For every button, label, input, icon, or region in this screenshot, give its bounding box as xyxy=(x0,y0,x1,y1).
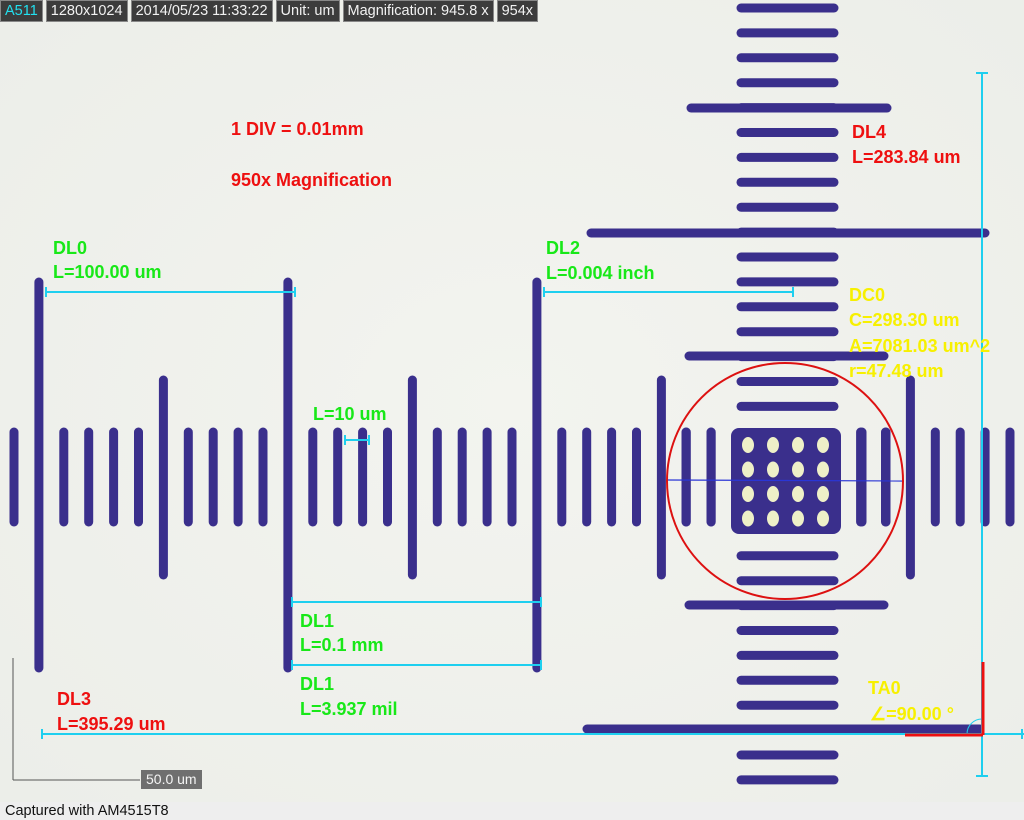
dl4-label[interactable]: DL4 xyxy=(852,122,887,142)
measurement-lines xyxy=(41,72,1024,777)
timestamp: 2014/05/23 11:33:22 xyxy=(130,0,273,22)
circle-diameter-line xyxy=(667,479,903,482)
angle-marker xyxy=(905,662,985,737)
magnification-alt: 954x xyxy=(496,0,539,22)
capture-id: A511 xyxy=(0,0,43,22)
vertical-scale-ticks xyxy=(582,3,990,785)
microscope-image-viewport[interactable]: A511 1280x1024 2014/05/23 11:33:22 Unit:… xyxy=(0,0,1024,802)
capture-device-text: Captured with AM4515T8 xyxy=(5,803,169,819)
scale-bar-axes xyxy=(12,658,140,781)
dc0-radius: r=47.48 um xyxy=(849,361,944,381)
dc0-circumference: C=298.30 um xyxy=(849,310,960,330)
ta0-angle: ∠=90.00 ° xyxy=(870,704,954,724)
dc0-label[interactable]: DC0 xyxy=(849,285,886,305)
scale-bar-label: 50.0 um xyxy=(141,770,202,789)
measure-circle xyxy=(666,362,904,600)
ta0-label[interactable]: TA0 xyxy=(868,678,901,698)
note-div: 1 DIV = 0.01mm xyxy=(231,119,364,139)
small-measure-value[interactable]: L=10 um xyxy=(313,404,387,424)
dl1-label-alt[interactable]: DL1 xyxy=(300,674,335,694)
capture-info-bar: A511 1280x1024 2014/05/23 11:33:22 Unit:… xyxy=(0,0,539,22)
dl1-label[interactable]: DL1 xyxy=(300,611,335,631)
dl2-value: L=0.004 inch xyxy=(546,263,655,283)
magnification: Magnification: 945.8 x xyxy=(342,0,494,22)
dl1-value-mm: L=0.1 mm xyxy=(300,635,384,655)
dl1-value-mil: L=3.937 mil xyxy=(300,699,398,719)
horizontal-scale-ticks xyxy=(9,277,1015,673)
dl0-value: L=100.00 um xyxy=(53,262,162,282)
status-footer: Captured with AM4515T8 xyxy=(0,802,1024,820)
dl3-value: L=395.29 um xyxy=(57,714,166,734)
note-magnification: 950x Magnification xyxy=(231,170,393,190)
unit: Unit: um xyxy=(275,0,340,22)
dc0-area: A=7081.03 um^2 xyxy=(849,336,991,356)
resolution: 1280x1024 xyxy=(45,0,128,22)
dl3-label[interactable]: DL3 xyxy=(57,689,92,709)
dl0-label[interactable]: DL0 xyxy=(53,238,88,258)
dl4-value: L=283.84 um xyxy=(852,147,961,167)
calibration-slide-image xyxy=(0,0,1024,802)
dl2-label[interactable]: DL2 xyxy=(546,238,581,258)
